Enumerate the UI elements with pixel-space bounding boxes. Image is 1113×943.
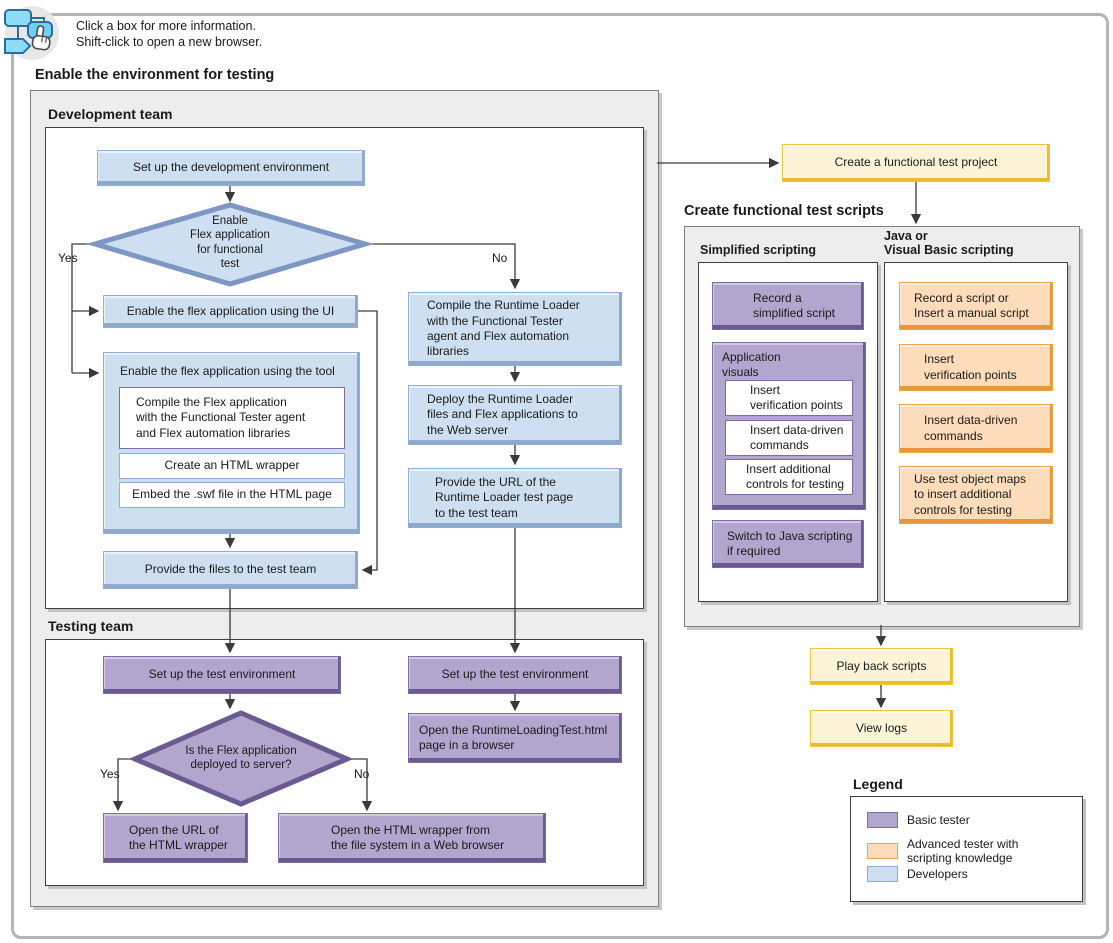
node-record-script-or-manual[interactable]: Record a script or Insert a manual scrip… — [899, 282, 1053, 330]
legend-label-advanced-tester: Advanced tester with scripting knowledge — [907, 837, 1019, 866]
node-insert-verification-points-java[interactable]: Insert verification points — [899, 344, 1053, 391]
legend-row-advanced-tester: Advanced tester with scripting knowledge — [867, 837, 1018, 866]
instruction-line-2: Shift-click to open a new browser. — [76, 35, 263, 49]
branch-label-yes-1: Yes — [58, 251, 78, 265]
node-enable-flex-ui[interactable]: Enable the flex application using the UI — [103, 295, 358, 328]
node-use-test-object-maps[interactable]: Use test object maps to insert additiona… — [899, 466, 1053, 524]
node-embed-swf[interactable]: Embed the .swf file in the HTML page — [119, 482, 345, 508]
node-record-simplified-script[interactable]: Record a simplified script — [712, 282, 864, 330]
instruction-line-1: Click a box for more information. — [76, 19, 256, 33]
node-setup-test-env-left[interactable]: Set up the test environment — [103, 656, 341, 694]
section-title-enable-environment: Enable the environment for testing — [35, 67, 275, 83]
decision-deployed-label: Is the Flex application deployed to serv… — [185, 745, 297, 772]
legend-swatch-developers — [867, 866, 898, 882]
column-title-java-vb-scripting: Java or Visual Basic scripting — [884, 229, 1014, 258]
legend-label-basic-tester: Basic tester — [907, 812, 970, 827]
node-insert-verification-points-simplified[interactable]: Insert verification points — [725, 380, 853, 416]
node-application-visuals[interactable]: Application visuals Insert verification … — [712, 342, 866, 510]
node-view-logs[interactable]: View logs — [810, 710, 953, 747]
section-title-create-scripts: Create functional test scripts — [684, 203, 884, 219]
legend-row-developers: Developers — [867, 866, 968, 882]
subsection-title-testing-team: Testing team — [48, 618, 134, 634]
node-enable-flex-tool-label: Enable the flex application using the to… — [120, 364, 335, 378]
node-insert-data-driven-simplified[interactable]: Insert data-driven commands — [725, 420, 853, 456]
decision-deployed-to-server[interactable] — [128, 710, 354, 807]
node-setup-test-env-right[interactable]: Set up the test environment — [408, 656, 622, 694]
node-enable-flex-tool[interactable]: Enable the flex application using the to… — [103, 352, 360, 534]
decision-enable-flex-label: Enable Flex application for functional t… — [190, 215, 270, 271]
column-title-simplified-scripting: Simplified scripting — [700, 243, 816, 257]
legend-title: Legend — [853, 776, 903, 792]
node-application-visuals-label: Application visuals — [722, 350, 781, 379]
subsection-title-development-team: Development team — [48, 106, 173, 122]
node-compile-flex-app[interactable]: Compile the Flex application with the Fu… — [119, 387, 345, 449]
node-open-html-wrapper[interactable]: Open the HTML wrapper from the file syst… — [278, 813, 546, 863]
branch-label-no-2: No — [354, 767, 370, 781]
node-deploy-runtime-loader[interactable]: Deploy the Runtime Loader files and Flex… — [408, 385, 622, 445]
branch-label-no-1: No — [492, 251, 508, 265]
node-open-runtime-test-page[interactable]: Open the RuntimeLoadingTest.html page in… — [408, 713, 622, 763]
node-play-back-scripts[interactable]: Play back scripts — [810, 648, 953, 685]
node-create-test-project[interactable]: Create a functional test project — [782, 144, 1050, 182]
node-create-html-wrapper[interactable]: Create an HTML wrapper — [119, 453, 345, 479]
decision-enable-flex[interactable] — [86, 202, 374, 287]
node-insert-additional-controls-simplified[interactable]: Insert additional controls for testing — [725, 459, 853, 495]
node-insert-data-driven-java[interactable]: Insert data-driven commands — [899, 404, 1053, 453]
page-border — [11, 13, 1109, 939]
node-open-url-wrapper[interactable]: Open the URL of the HTML wrapper — [103, 813, 248, 863]
legend-swatch-advanced-tester — [867, 843, 898, 860]
node-compile-runtime-loader[interactable]: Compile the Runtime Loader with the Func… — [408, 292, 622, 366]
clickable-map-icon — [4, 6, 59, 60]
legend-row-basic-tester: Basic tester — [867, 812, 970, 828]
legend-label-developers: Developers — [907, 866, 968, 881]
node-switch-to-java[interactable]: Switch to Java scripting if required — [712, 520, 864, 568]
legend-swatch-basic-tester — [867, 812, 898, 828]
branch-label-yes-2: Yes — [100, 767, 120, 781]
legend-box: Basic tester Advanced tester with script… — [850, 796, 1083, 902]
node-provide-url[interactable]: Provide the URL of the Runtime Loader te… — [408, 468, 622, 528]
node-provide-files[interactable]: Provide the files to the test team — [103, 551, 358, 589]
node-setup-dev-environment[interactable]: Set up the development environment — [97, 150, 365, 186]
